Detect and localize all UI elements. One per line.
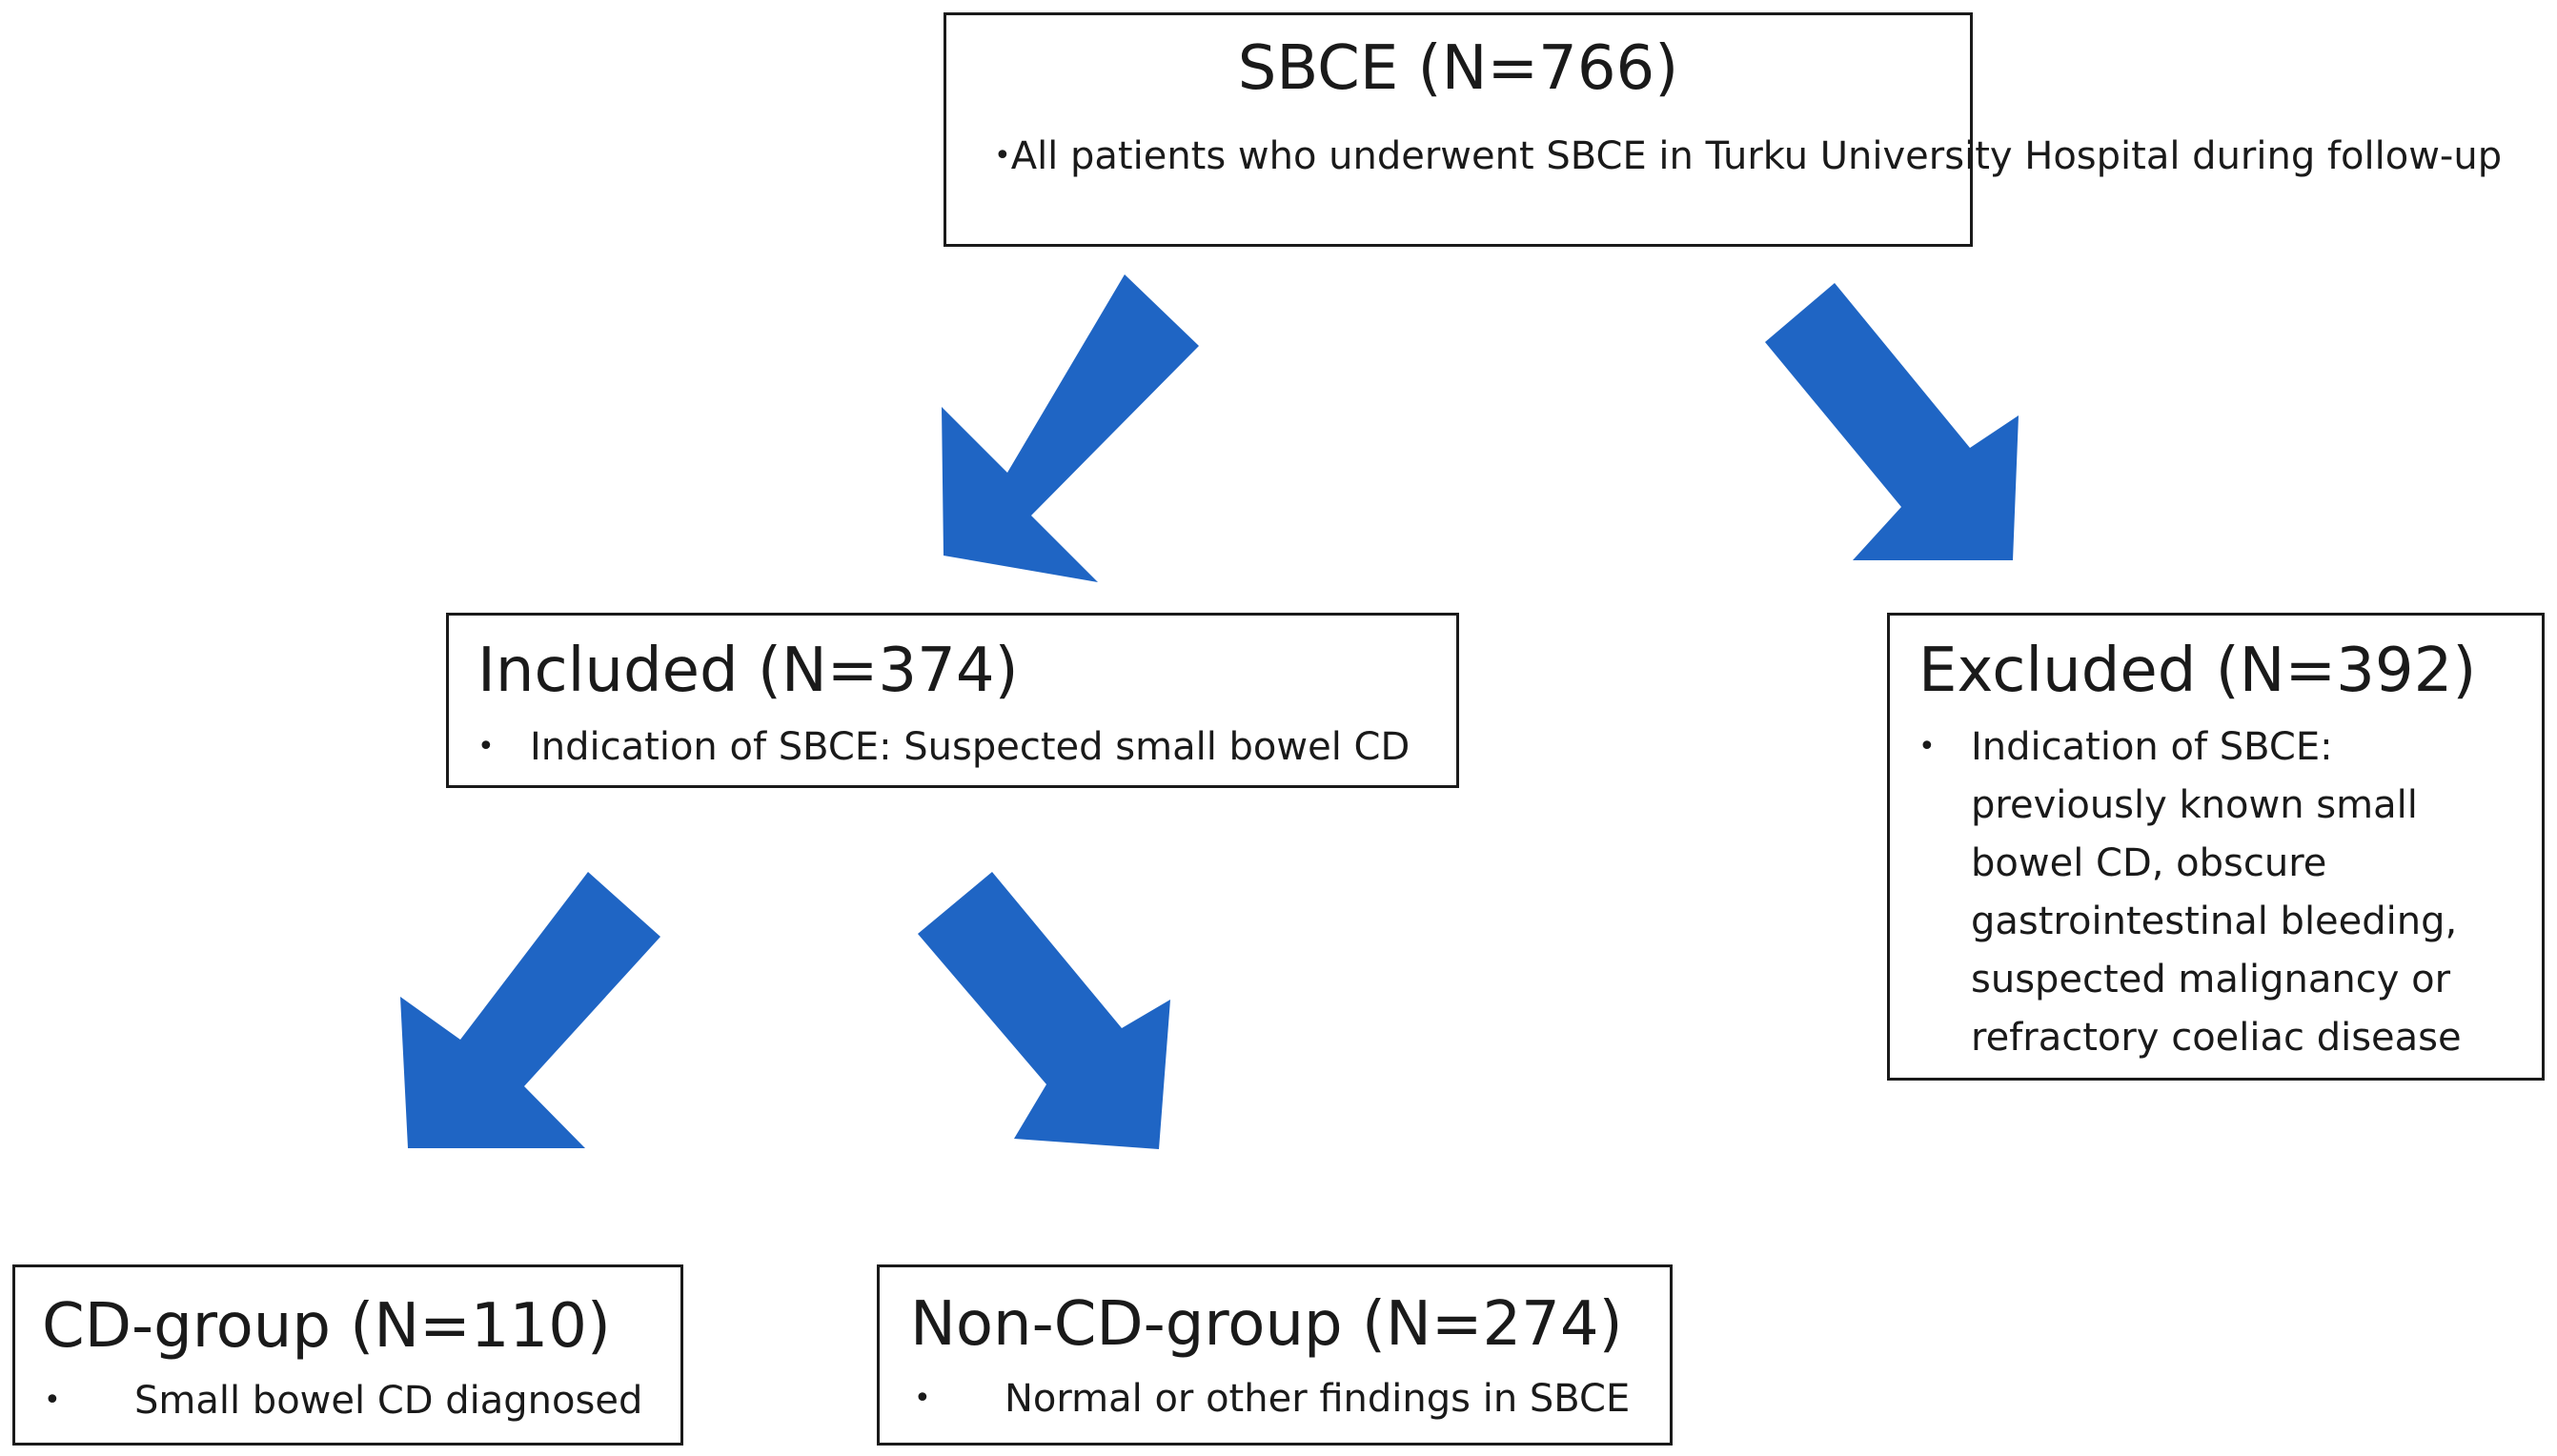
node-included: Included (N=374) • Indication of SBCE: S… [446, 613, 1459, 788]
node-sbce-root: SBCE (N=766) • All patients who underwen… [944, 12, 2502, 247]
bullet-marker: • [477, 730, 495, 763]
node-bullet-text: All patients who underwent SBCE in Turku… [1010, 134, 2503, 178]
bullet-marker: • [914, 1382, 931, 1415]
node-excluded: Excluded (N=392) • Indication of SBCE: p… [1887, 613, 2545, 1081]
node-bullet: • Indication of SBCE: previously known s… [1918, 718, 2505, 1067]
arrow-included-to-noncd [918, 872, 1170, 1149]
node-non-cd-group: Non-CD-group (N=274) • Normal or other f… [877, 1264, 1673, 1446]
bullet-marker: • [44, 1384, 61, 1417]
node-bullet-text: Small bowel CD diagnosed [134, 1379, 643, 1423]
node-bullet: • Indication of SBCE: Suspected small bo… [477, 718, 1410, 776]
node-bullet: • Small bowel CD diagnosed [44, 1372, 642, 1429]
arrow-root-to-included [942, 274, 1199, 582]
node-title: Non-CD-group (N=274) [910, 1289, 1623, 1360]
arrow-root-to-excluded [1765, 283, 2019, 560]
node-title: Excluded (N=392) [1918, 636, 2477, 706]
node-bullet: • Normal or other findings in SBCE [914, 1370, 1630, 1427]
arrow-included-to-cd [400, 872, 660, 1148]
bullet-marker: • [1918, 730, 1936, 763]
node-bullet-text: Indication of SBCE: previously known sma… [1971, 725, 2462, 1060]
node-bullet-text: Normal or other findings in SBCE [1005, 1377, 1631, 1421]
node-cd-group: CD-group (N=110) • Small bowel CD diagno… [12, 1264, 683, 1446]
bullet-marker: • [994, 139, 1011, 172]
node-title: CD-group (N=110) [42, 1291, 611, 1362]
node-bullet: • All patients who underwent SBCE in Tur… [994, 128, 2502, 185]
node-bullet-text: Indication of SBCE: Suspected small bowe… [530, 725, 1410, 769]
node-title: SBCE (N=766) [1237, 33, 1679, 104]
node-title: Included (N=374) [477, 636, 1019, 706]
